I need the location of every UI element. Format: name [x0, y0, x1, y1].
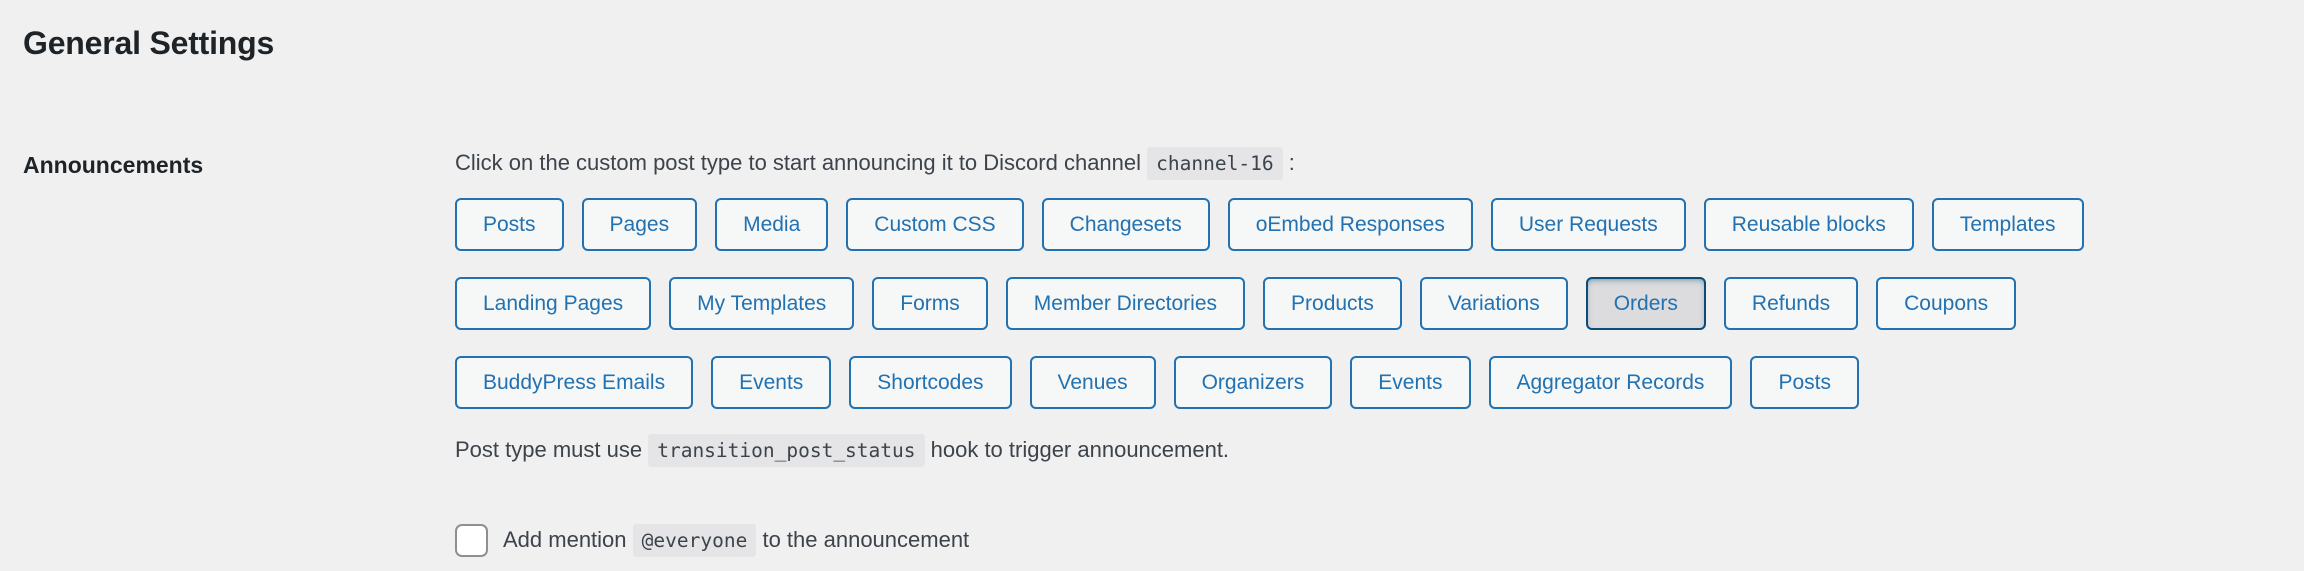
post-type-button-media[interactable]: Media [715, 198, 829, 251]
post-type-button-row: BuddyPress Emails Events Shortcodes Venues O… [455, 356, 2304, 409]
post-type-button-orders[interactable]: Orders [1585, 277, 1706, 330]
post-type-button-products[interactable]: Products [1263, 277, 1402, 330]
hook-note: Post type must use transition_post_statu… [455, 434, 2304, 467]
post-type-button-organizers[interactable]: Organizers [1173, 356, 1333, 409]
page-title: General Settings [23, 25, 275, 61]
mention-label[interactable]: Add mention @everyone to the announcemen… [503, 524, 970, 557]
post-type-button-posts[interactable]: Posts [1750, 356, 1859, 409]
post-type-button-custom-css[interactable]: Custom CSS [846, 198, 1024, 251]
channel-code: channel-16 [1147, 147, 1283, 180]
post-type-button-coupons[interactable]: Coupons [1876, 277, 2017, 330]
post-type-button-venues[interactable]: Venues [1029, 356, 1156, 409]
post-type-button-rows: Posts Pages Media Custom CSS Changesets oEmbe… [455, 198, 2304, 409]
post-type-button-oembed-responses[interactable]: oEmbed Responses [1227, 198, 1473, 251]
post-type-button-my-templates[interactable]: My Templates [669, 277, 855, 330]
hook-note-text-after: hook to trigger announcement. [930, 437, 1230, 462]
post-type-button-refunds[interactable]: Refunds [1723, 277, 1859, 330]
announcements-description: Click on the custom post type to start a… [455, 147, 2304, 180]
settings-page: General Settings Announcements Click on … [23, 25, 2304, 557]
post-type-button-events[interactable]: Events [711, 356, 832, 409]
mention-text-after: to the announcement [762, 527, 970, 552]
hook-note-text-before: Post type must use [455, 437, 643, 462]
post-type-button-row: Posts Pages Media Custom CSS Changesets oEmbe… [455, 198, 2304, 251]
post-type-button-posts[interactable]: Posts [455, 198, 564, 251]
announcements-label: Announcements [23, 152, 204, 178]
post-type-button-changesets[interactable]: Changesets [1041, 198, 1210, 251]
post-type-button-reusable-blocks[interactable]: Reusable blocks [1703, 198, 1914, 251]
mention-row: Add mention @everyone to the announcemen… [455, 524, 2304, 557]
hook-code: transition_post_status [648, 434, 925, 467]
mention-code: @everyone [632, 524, 757, 557]
post-type-button-buddypress-emails[interactable]: BuddyPress Emails [455, 356, 694, 409]
description-text-before: Click on the custom post type to start a… [455, 150, 1142, 175]
announcements-content: Click on the custom post type to start a… [455, 147, 2304, 557]
post-type-button-events[interactable]: Events [1350, 356, 1471, 409]
announcements-row: Announcements Click on the custom post t… [23, 147, 2304, 557]
mention-checkbox[interactable] [455, 524, 488, 557]
post-type-button-row: Landing Pages My Templates Forms Member Dir… [455, 277, 2304, 330]
post-type-button-variations[interactable]: Variations [1419, 277, 1568, 330]
post-type-button-landing-pages[interactable]: Landing Pages [455, 277, 652, 330]
post-type-button-pages[interactable]: Pages [581, 198, 698, 251]
post-type-button-templates[interactable]: Templates [1931, 198, 2084, 251]
description-text-after: : [1288, 150, 1295, 175]
post-type-button-aggregator-records[interactable]: Aggregator Records [1488, 356, 1733, 409]
post-type-button-member-directories[interactable]: Member Directories [1005, 277, 1246, 330]
post-type-button-forms[interactable]: Forms [872, 277, 988, 330]
post-type-button-user-requests[interactable]: User Requests [1490, 198, 1686, 251]
mention-text-before: Add mention [503, 527, 627, 552]
post-type-button-shortcodes[interactable]: Shortcodes [849, 356, 1012, 409]
